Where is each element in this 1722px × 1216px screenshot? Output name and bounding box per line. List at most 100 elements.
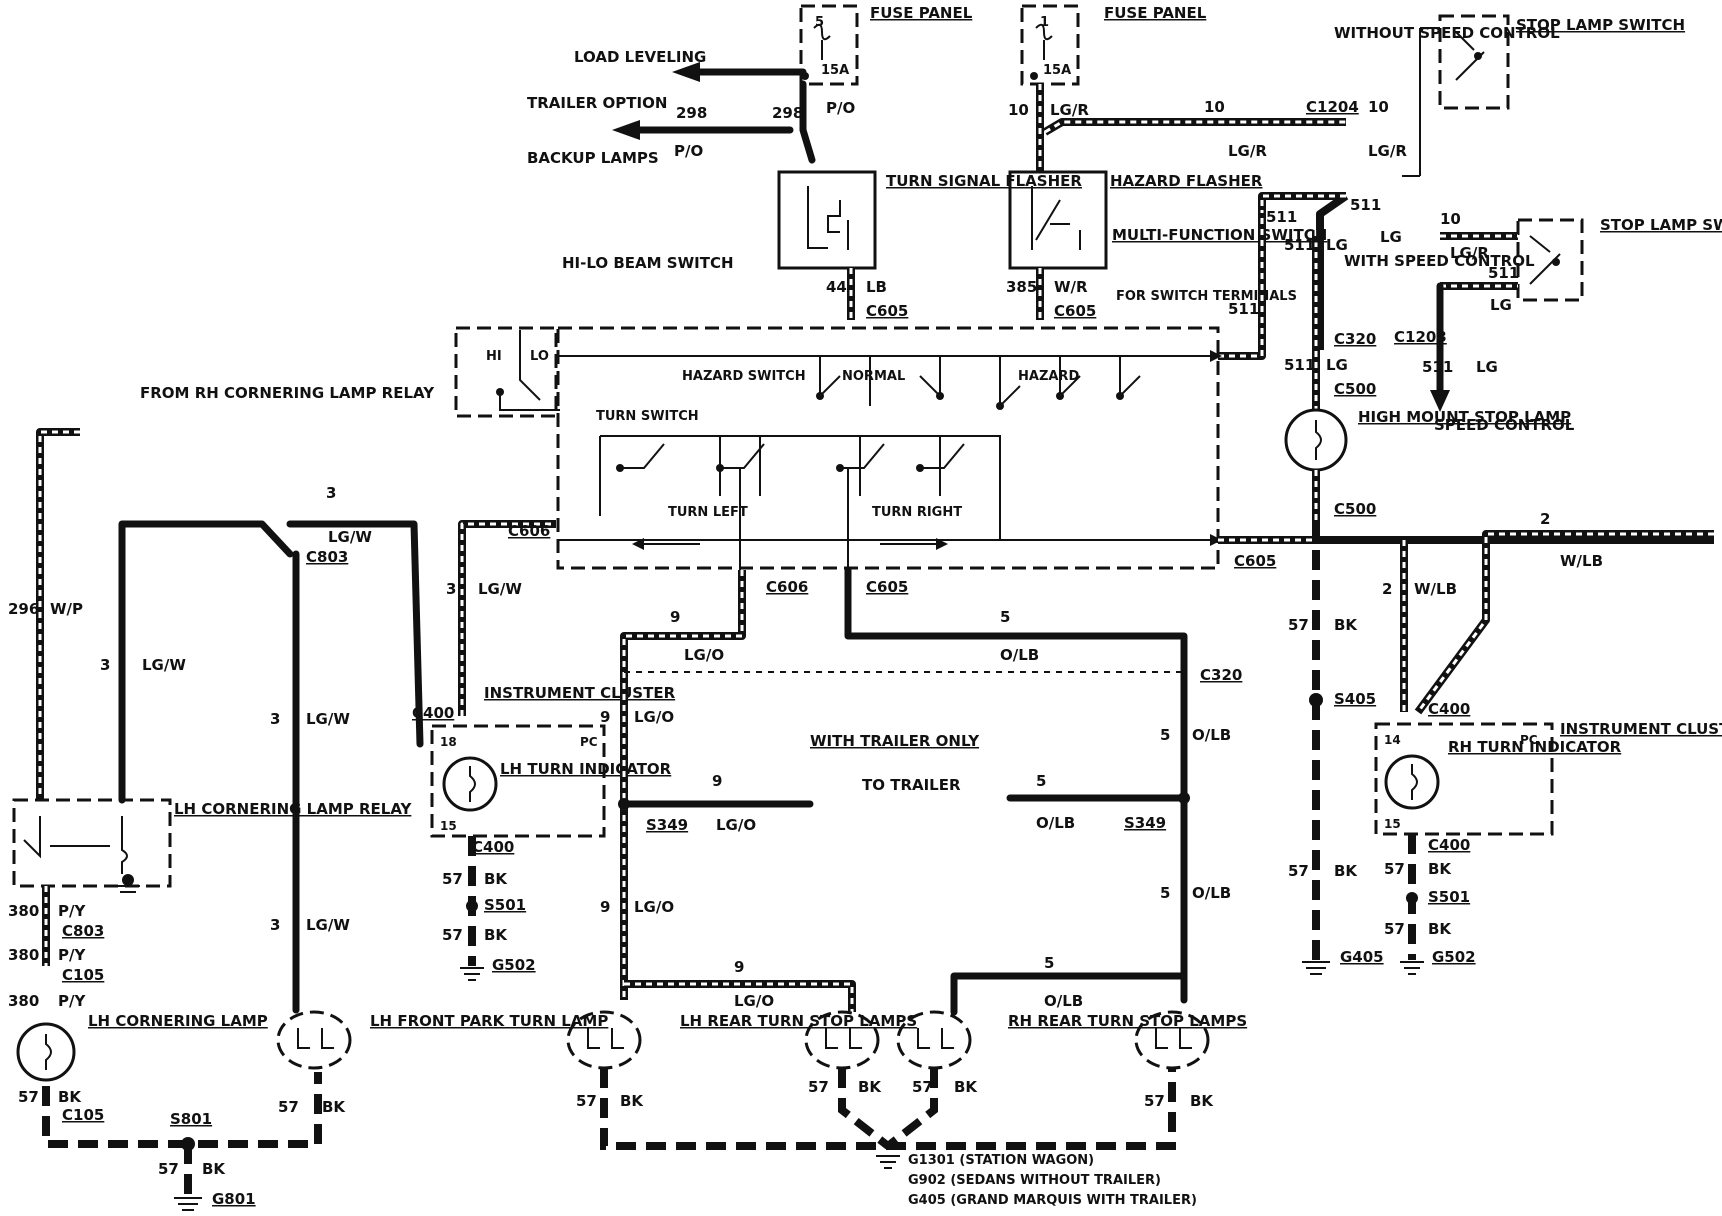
- svg-text:298: 298: [772, 104, 803, 122]
- svg-text:LG/O: LG/O: [634, 898, 674, 916]
- svg-text:380: 380: [8, 992, 39, 1010]
- svg-text:15A: 15A: [1043, 63, 1071, 78]
- svg-text:511: 511: [1284, 236, 1315, 254]
- svg-text:LG/R: LG/R: [1368, 142, 1407, 160]
- svg-text:LG/R: LG/R: [1050, 101, 1089, 119]
- svg-text:G405 (GRAND MARQUIS WITH TRAIL: G405 (GRAND MARQUIS WITH TRAILER): [908, 1193, 1197, 1208]
- svg-text:STOP LAMP SWITCH: STOP LAMP SWITCH: [1600, 216, 1722, 234]
- fuse-panel-5: 5 15A FUSE PANEL: [799, 4, 973, 86]
- svg-text:BK: BK: [1334, 862, 1358, 880]
- svg-text:O/LB: O/LB: [1000, 646, 1039, 664]
- lh-turn-indicator: 18 15 PC LH TURN INDICATOR: [430, 724, 672, 838]
- svg-text:BK: BK: [484, 870, 508, 888]
- with-trailer-only-label: WITH TRAILER ONLY: [810, 732, 980, 750]
- svg-text:511: 511: [1350, 196, 1381, 214]
- rh-turn-indicator: 14 15 PC RH TURN INDICATOR: [1374, 722, 1622, 836]
- svg-text:15: 15: [1384, 817, 1401, 831]
- svg-text:HAZARD SWITCH: HAZARD SWITCH: [682, 369, 806, 384]
- svg-text:2: 2: [1382, 580, 1392, 598]
- svg-text:G902 (SEDANS WITHOUT TRAILER): G902 (SEDANS WITHOUT TRAILER): [908, 1173, 1161, 1188]
- svg-text:P/Y: P/Y: [58, 902, 86, 920]
- multi-function-switch-label: MULTI-FUNCTION SWITCH: [1112, 226, 1327, 244]
- svg-text:15A: 15A: [821, 63, 849, 78]
- svg-text:BK: BK: [1428, 860, 1452, 878]
- svg-text:TURN LEFT: TURN LEFT: [668, 505, 748, 520]
- svg-text:BK: BK: [58, 1088, 82, 1106]
- svg-text:LG/W: LG/W: [306, 916, 350, 934]
- svg-text:G405: G405: [1340, 948, 1384, 966]
- svg-text:S349: S349: [1124, 814, 1166, 832]
- svg-text:3: 3: [326, 484, 336, 502]
- lh-cornering-lamp-relay: LH CORNERING LAMP RELAY: [12, 798, 413, 888]
- svg-text:INSTRUMENT CLUSTER: INSTRUMENT CLUSTER: [484, 684, 676, 702]
- svg-text:C605: C605: [866, 302, 908, 320]
- svg-text:9: 9: [600, 708, 610, 726]
- svg-text:W/LB: W/LB: [1560, 552, 1603, 570]
- svg-text:C803: C803: [62, 922, 104, 940]
- svg-text:LG: LG: [1476, 358, 1498, 376]
- svg-text:O/LB: O/LB: [1044, 992, 1083, 1010]
- svg-text:LG/O: LG/O: [716, 816, 756, 834]
- svg-text:18: 18: [440, 735, 457, 749]
- svg-text:57: 57: [1144, 1092, 1165, 1110]
- svg-text:G801: G801: [212, 1190, 256, 1208]
- hi-lo-beam-switch-label: HI-LO BEAM SWITCH: [562, 254, 734, 272]
- svg-text:9: 9: [670, 608, 680, 626]
- svg-text:P/Y: P/Y: [58, 946, 86, 964]
- svg-text:C400: C400: [412, 704, 454, 722]
- svg-text:HAZARD: HAZARD: [1018, 369, 1079, 384]
- svg-text:57: 57: [278, 1098, 299, 1116]
- svg-text:LG/W: LG/W: [328, 528, 372, 546]
- svg-text:LH CORNERING LAMP: LH CORNERING LAMP: [88, 1012, 268, 1030]
- svg-text:380: 380: [8, 902, 39, 920]
- svg-text:57: 57: [912, 1078, 933, 1096]
- svg-text:LG/O: LG/O: [684, 646, 724, 664]
- svg-text:O/LB: O/LB: [1036, 814, 1075, 832]
- hazard-flasher: HAZARD FLASHER: [1008, 170, 1263, 270]
- svg-text:57: 57: [442, 926, 463, 944]
- svg-text:G502: G502: [492, 956, 536, 974]
- svg-text:BK: BK: [202, 1160, 226, 1178]
- svg-text:5: 5: [815, 15, 824, 30]
- svg-text:C605: C605: [866, 578, 908, 596]
- svg-text:57: 57: [1384, 860, 1405, 878]
- svg-text:C400: C400: [1428, 836, 1470, 854]
- svg-text:C605: C605: [1234, 552, 1276, 570]
- svg-text:O/LB: O/LB: [1192, 726, 1231, 744]
- with-speed-control-label: WITH SPEED CONTROL: [1344, 252, 1535, 270]
- svg-text:C320: C320: [1334, 330, 1376, 348]
- svg-text:511: 511: [1422, 358, 1453, 376]
- svg-text:10: 10: [1204, 98, 1225, 116]
- svg-text:C606: C606: [766, 578, 808, 596]
- svg-text:PC: PC: [580, 735, 598, 749]
- svg-text:57: 57: [1288, 862, 1309, 880]
- svg-text:HAZARD FLASHER: HAZARD FLASHER: [1110, 172, 1263, 190]
- svg-text:PC: PC: [1520, 733, 1538, 747]
- svg-text:BK: BK: [858, 1078, 882, 1096]
- stop-lamp-switch-bottom: STOP LAMP SWITCH: [1516, 216, 1722, 302]
- svg-text:BK: BK: [954, 1078, 978, 1096]
- svg-text:LH TURN INDICATOR: LH TURN INDICATOR: [500, 760, 672, 778]
- svg-text:S405: S405: [1334, 690, 1376, 708]
- svg-text:LG/O: LG/O: [734, 992, 774, 1010]
- svg-text:C400: C400: [472, 838, 514, 856]
- svg-text:C320: C320: [1200, 666, 1242, 684]
- svg-text:LG: LG: [1326, 356, 1348, 374]
- svg-text:S501: S501: [484, 896, 526, 914]
- svg-text:9: 9: [734, 958, 744, 976]
- svg-text:10: 10: [1008, 101, 1029, 119]
- svg-text:RH TURN INDICATOR: RH TURN INDICATOR: [1448, 738, 1622, 756]
- svg-text:C105: C105: [62, 966, 104, 984]
- svg-text:STOP LAMP SWITCH: STOP LAMP SWITCH: [1516, 16, 1685, 34]
- svg-text:C1203: C1203: [1394, 328, 1447, 346]
- svg-text:W/P: W/P: [50, 600, 83, 618]
- svg-text:BK: BK: [1334, 616, 1358, 634]
- svg-text:298: 298: [676, 104, 707, 122]
- svg-text:LB: LB: [866, 278, 887, 296]
- svg-text:380: 380: [8, 946, 39, 964]
- multi-function-switch: HI LO HI-LO BEAM SWITCH HAZARD SWITCH NO…: [454, 254, 1222, 570]
- svg-text:10: 10: [1440, 210, 1461, 228]
- svg-text:BK: BK: [322, 1098, 346, 1116]
- svg-text:LG/W: LG/W: [306, 710, 350, 728]
- svg-text:57: 57: [1288, 616, 1309, 634]
